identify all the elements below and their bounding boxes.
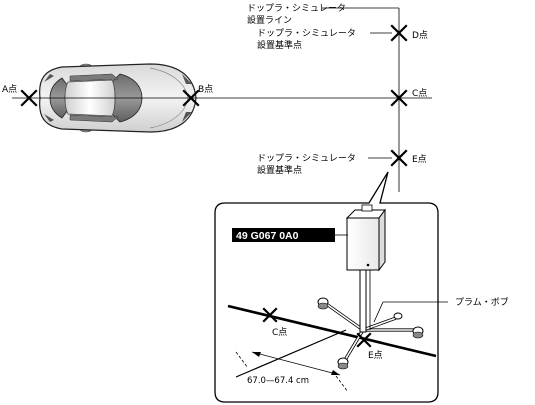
ref-point-e-label-1: ドップラ・シミュレータ <box>257 153 356 164</box>
inset-install-line <box>235 329 347 378</box>
inset-marker-c <box>262 307 278 323</box>
doppler-simulator-stand-icon <box>317 204 424 370</box>
point-c-label: C点 <box>412 88 427 99</box>
install-line-label-1: ドップラ・シミュレータ <box>247 3 346 14</box>
point-d-label: D点 <box>412 30 428 41</box>
inset-marker-e <box>356 332 372 348</box>
marker-a <box>20 89 38 107</box>
marker-b <box>182 89 200 107</box>
part-number-text: 49 G067 0A0 <box>236 230 299 242</box>
part-number-tag: 49 G067 0A0 <box>232 228 348 242</box>
inset-point-e-label: E点 <box>368 350 383 361</box>
marker-d <box>390 24 408 42</box>
inset-centerline <box>227 304 437 358</box>
inset-point-c-label: C点 <box>272 327 287 338</box>
point-e-label: E点 <box>412 154 427 165</box>
ref-point-e-label-2: 設置基準点 <box>257 164 302 176</box>
distance-dimension <box>235 351 349 393</box>
ref-point-d-label-1: ドップラ・シミュレータ <box>257 28 356 39</box>
distance-label: 67.0—67.4 cm <box>247 376 309 386</box>
point-b-label: B点 <box>198 84 213 95</box>
ref-point-d-label-2: 設置基準点 <box>257 39 302 51</box>
plumb-bob-label: プラム・ボブ <box>455 296 509 308</box>
marker-c <box>390 89 408 107</box>
point-a-label: A点 <box>2 84 17 95</box>
plumb-bob-leader <box>373 301 384 323</box>
inset-callout <box>214 171 439 403</box>
install-line-label-2: 設置ライン <box>247 14 292 26</box>
marker-e <box>390 149 408 167</box>
